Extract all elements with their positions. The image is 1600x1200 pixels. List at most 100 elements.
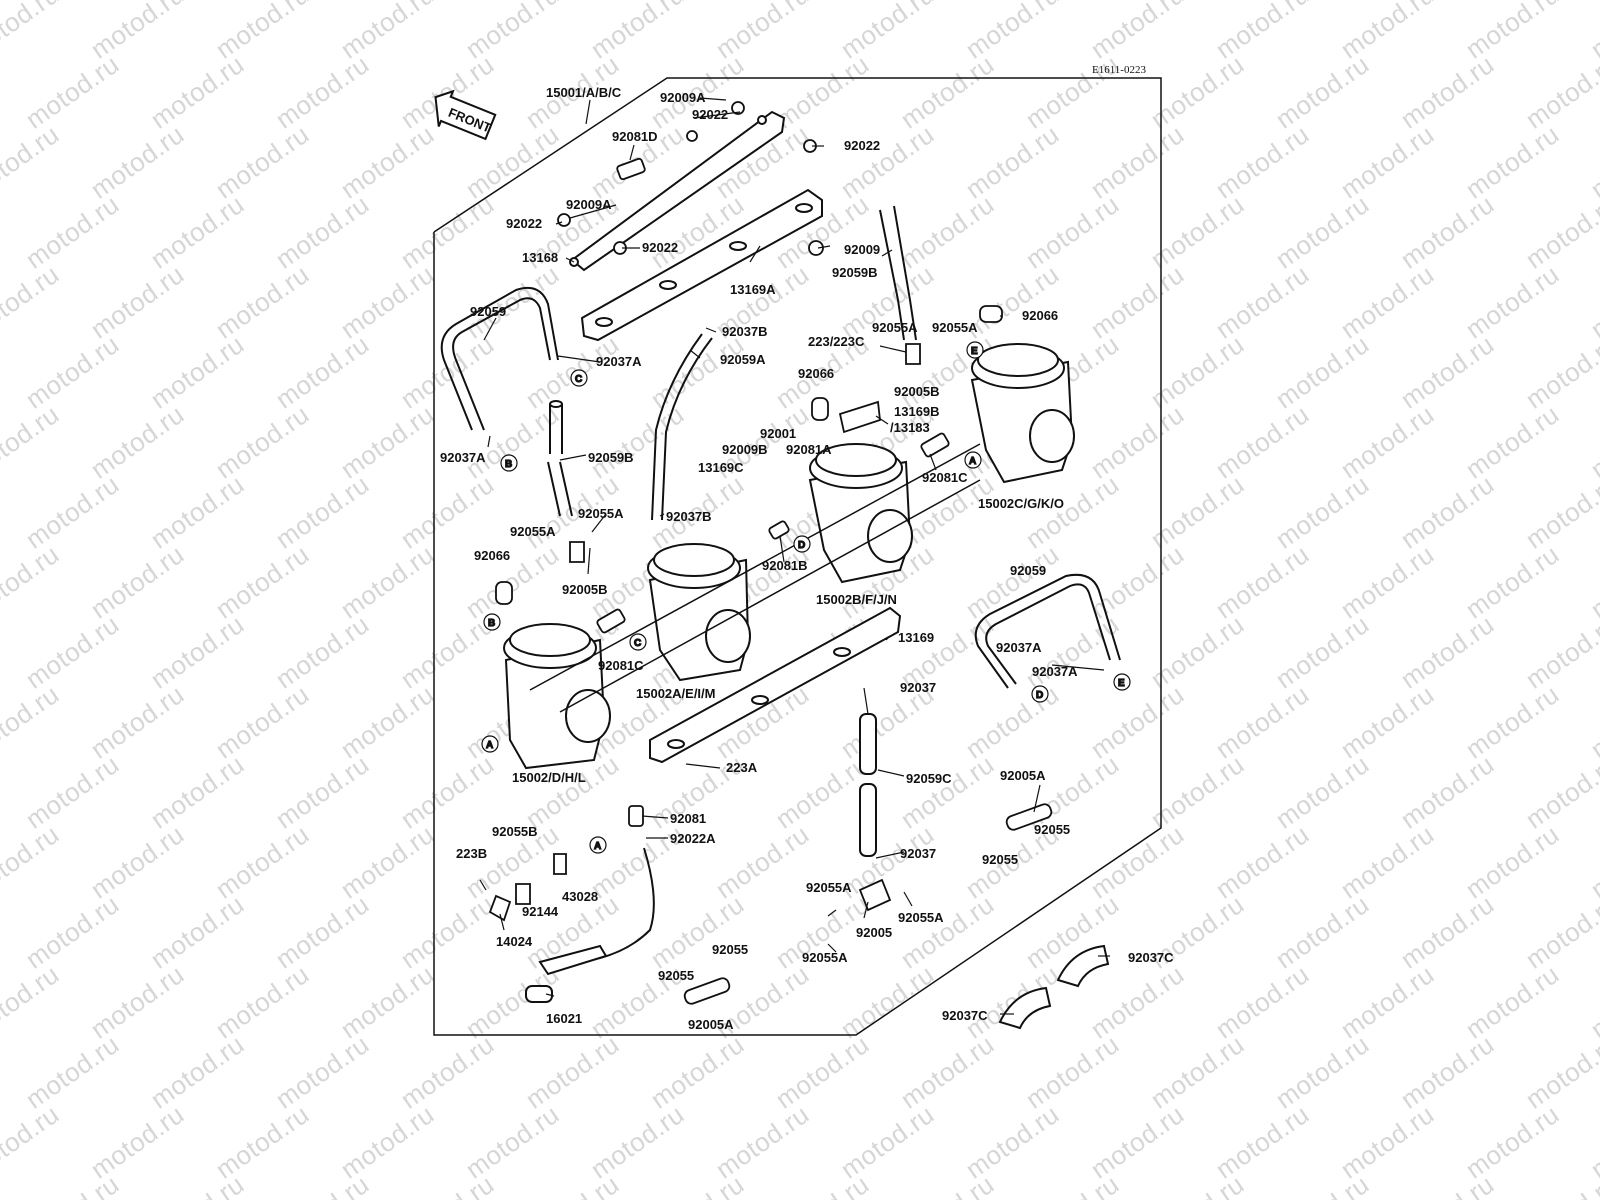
label-92005B-right: 92005B: [894, 384, 940, 399]
label-13169: 13169: [898, 630, 934, 645]
label-43028: 43028: [562, 889, 598, 904]
label-92055A-b1: 92055A: [806, 880, 852, 895]
callout-e-carb: E: [971, 346, 978, 357]
callout-a-carb: A: [969, 456, 976, 467]
label-92081A: 92081A: [786, 442, 832, 457]
hose-92059B-left: [547, 400, 573, 517]
label-92055A-l1: 92055A: [578, 506, 624, 521]
label-92037B-mid: 92037B: [666, 509, 712, 524]
label-92022-d: 92022: [642, 240, 678, 255]
callout-c-carb: C: [634, 638, 641, 649]
label-92022-b: 92022: [844, 138, 880, 153]
frame: [433, 77, 1162, 1036]
label-92144: 92144: [522, 904, 559, 919]
label-92037A-left: 92037A: [440, 450, 486, 465]
part-labels: 15001/A/B/C 92009A 92022 92081D 92022 92…: [440, 85, 1174, 1032]
hose-92059-left: [440, 286, 559, 431]
label-13168: 13168: [522, 250, 558, 265]
label-92081C-right: 92081C: [922, 470, 968, 485]
label-92066-left: 92066: [474, 548, 510, 563]
label-92037A-top: 92037A: [596, 354, 642, 369]
label-92037-b: 92037: [900, 846, 936, 861]
label-92009B: 92009B: [722, 442, 768, 457]
label-13169C: 13169C: [698, 460, 744, 475]
label-92055A-r2: 92055A: [932, 320, 978, 335]
label-13169A: 13169A: [730, 282, 776, 297]
label-92009A-mid: 92009A: [566, 197, 612, 212]
plate-13169A: [580, 188, 823, 342]
label-92022-a: 92022: [692, 107, 728, 122]
callout-e-right: E: [1118, 678, 1125, 689]
callout-a-bottom: A: [486, 740, 493, 751]
hose-92059B-top: [879, 205, 917, 341]
callout-b-mid: B: [505, 459, 512, 470]
label-92005A-r: 92005A: [1000, 768, 1046, 783]
callout-d-carb: D: [798, 540, 805, 551]
label-13169B: 13169B: [894, 404, 940, 419]
diagram-code: E1611-0223: [1092, 64, 1146, 76]
label-92022A: 92022A: [670, 831, 716, 846]
label-92037A-r2: 92037A: [1032, 664, 1078, 679]
label-92055A-r1: 92055A: [872, 320, 918, 335]
throttle-shaft-line: [529, 443, 981, 713]
label-92005A-b: 92005A: [688, 1017, 734, 1032]
label-92037-a: 92037: [900, 680, 936, 695]
label-16021: 16021: [546, 1011, 582, 1026]
label-92066-mid: 92066: [798, 366, 834, 381]
label-223A: 223A: [726, 760, 758, 775]
label-92055B: 92055B: [492, 824, 538, 839]
label-92055-b2: 92055: [658, 968, 694, 983]
label-14024: 14024: [496, 934, 533, 949]
label-92009A-top: 92009A: [660, 90, 706, 105]
label-92009: 92009: [844, 242, 880, 257]
label-92005: 92005: [856, 925, 892, 940]
hose-92059-right: [974, 573, 1121, 689]
label-92059B-top: 92059B: [832, 265, 878, 280]
hose-92059C: [859, 713, 877, 857]
label-92055A-b2: 92055A: [898, 910, 944, 925]
plate-13169: [649, 606, 902, 764]
label-92037B-top: 92037B: [722, 324, 768, 339]
callout-a-lower: A: [594, 841, 601, 852]
label-92037A-r1: 92037A: [996, 640, 1042, 655]
callout-c-top: C: [575, 374, 582, 385]
small-parts: [488, 101, 1053, 1005]
label-15002DHL: 15002/D/H/L: [512, 770, 586, 785]
label-92055-r2: 92055: [982, 852, 1018, 867]
label-15002AEIM: 15002A/E/I/M: [636, 686, 716, 701]
label-92059C: 92059C: [906, 771, 952, 786]
label-15002CGKO: 15002C/G/K/O: [978, 496, 1064, 511]
front-arrow-icon: FRONT: [434, 89, 497, 141]
label-92055-b1: 92055: [712, 942, 748, 957]
choke-cable-16021: [525, 847, 655, 1003]
label-15002BFJN: 15002B/F/J/N: [816, 592, 897, 607]
label-92081B: 92081B: [762, 558, 808, 573]
label-92059-right: 92059: [1010, 563, 1046, 578]
label-92066-right: 92066: [1022, 308, 1058, 323]
label-92081D: 92081D: [612, 129, 658, 144]
label-92005B-left: 92005B: [562, 582, 608, 597]
label-223B: 223B: [456, 846, 487, 861]
label-92001: 92001: [760, 426, 796, 441]
bracket-13168: [569, 110, 786, 272]
label-92059-left: 92059: [470, 304, 506, 319]
label-92022-c: 92022: [506, 216, 542, 231]
label-92055A-b3: 92055A: [802, 950, 848, 965]
label-223-223C: 223/223C: [808, 334, 865, 349]
label-92059B-left: 92059B: [588, 450, 634, 465]
carburetor-15002-BFJN: [808, 443, 913, 584]
callout-b-carb: B: [488, 618, 495, 629]
clamps-92037C: [998, 944, 1110, 1030]
leader-lines: [479, 97, 1110, 1015]
carburetor-15002-AEIM: [647, 543, 751, 682]
label-92055A-l2: 92055A: [510, 524, 556, 539]
label-92059A: 92059A: [720, 352, 766, 367]
label-92081C-left: 92081C: [598, 658, 644, 673]
label-15001: 15001/A/B/C: [546, 85, 622, 100]
label-92037C-a: 92037C: [1128, 950, 1174, 965]
hose-92059A: [651, 333, 713, 521]
carburetor-15002-DHL: [503, 623, 611, 770]
label-92055-r1: 92055: [1034, 822, 1070, 837]
callout-letters: C B E A D B C A A D E: [481, 341, 1131, 854]
